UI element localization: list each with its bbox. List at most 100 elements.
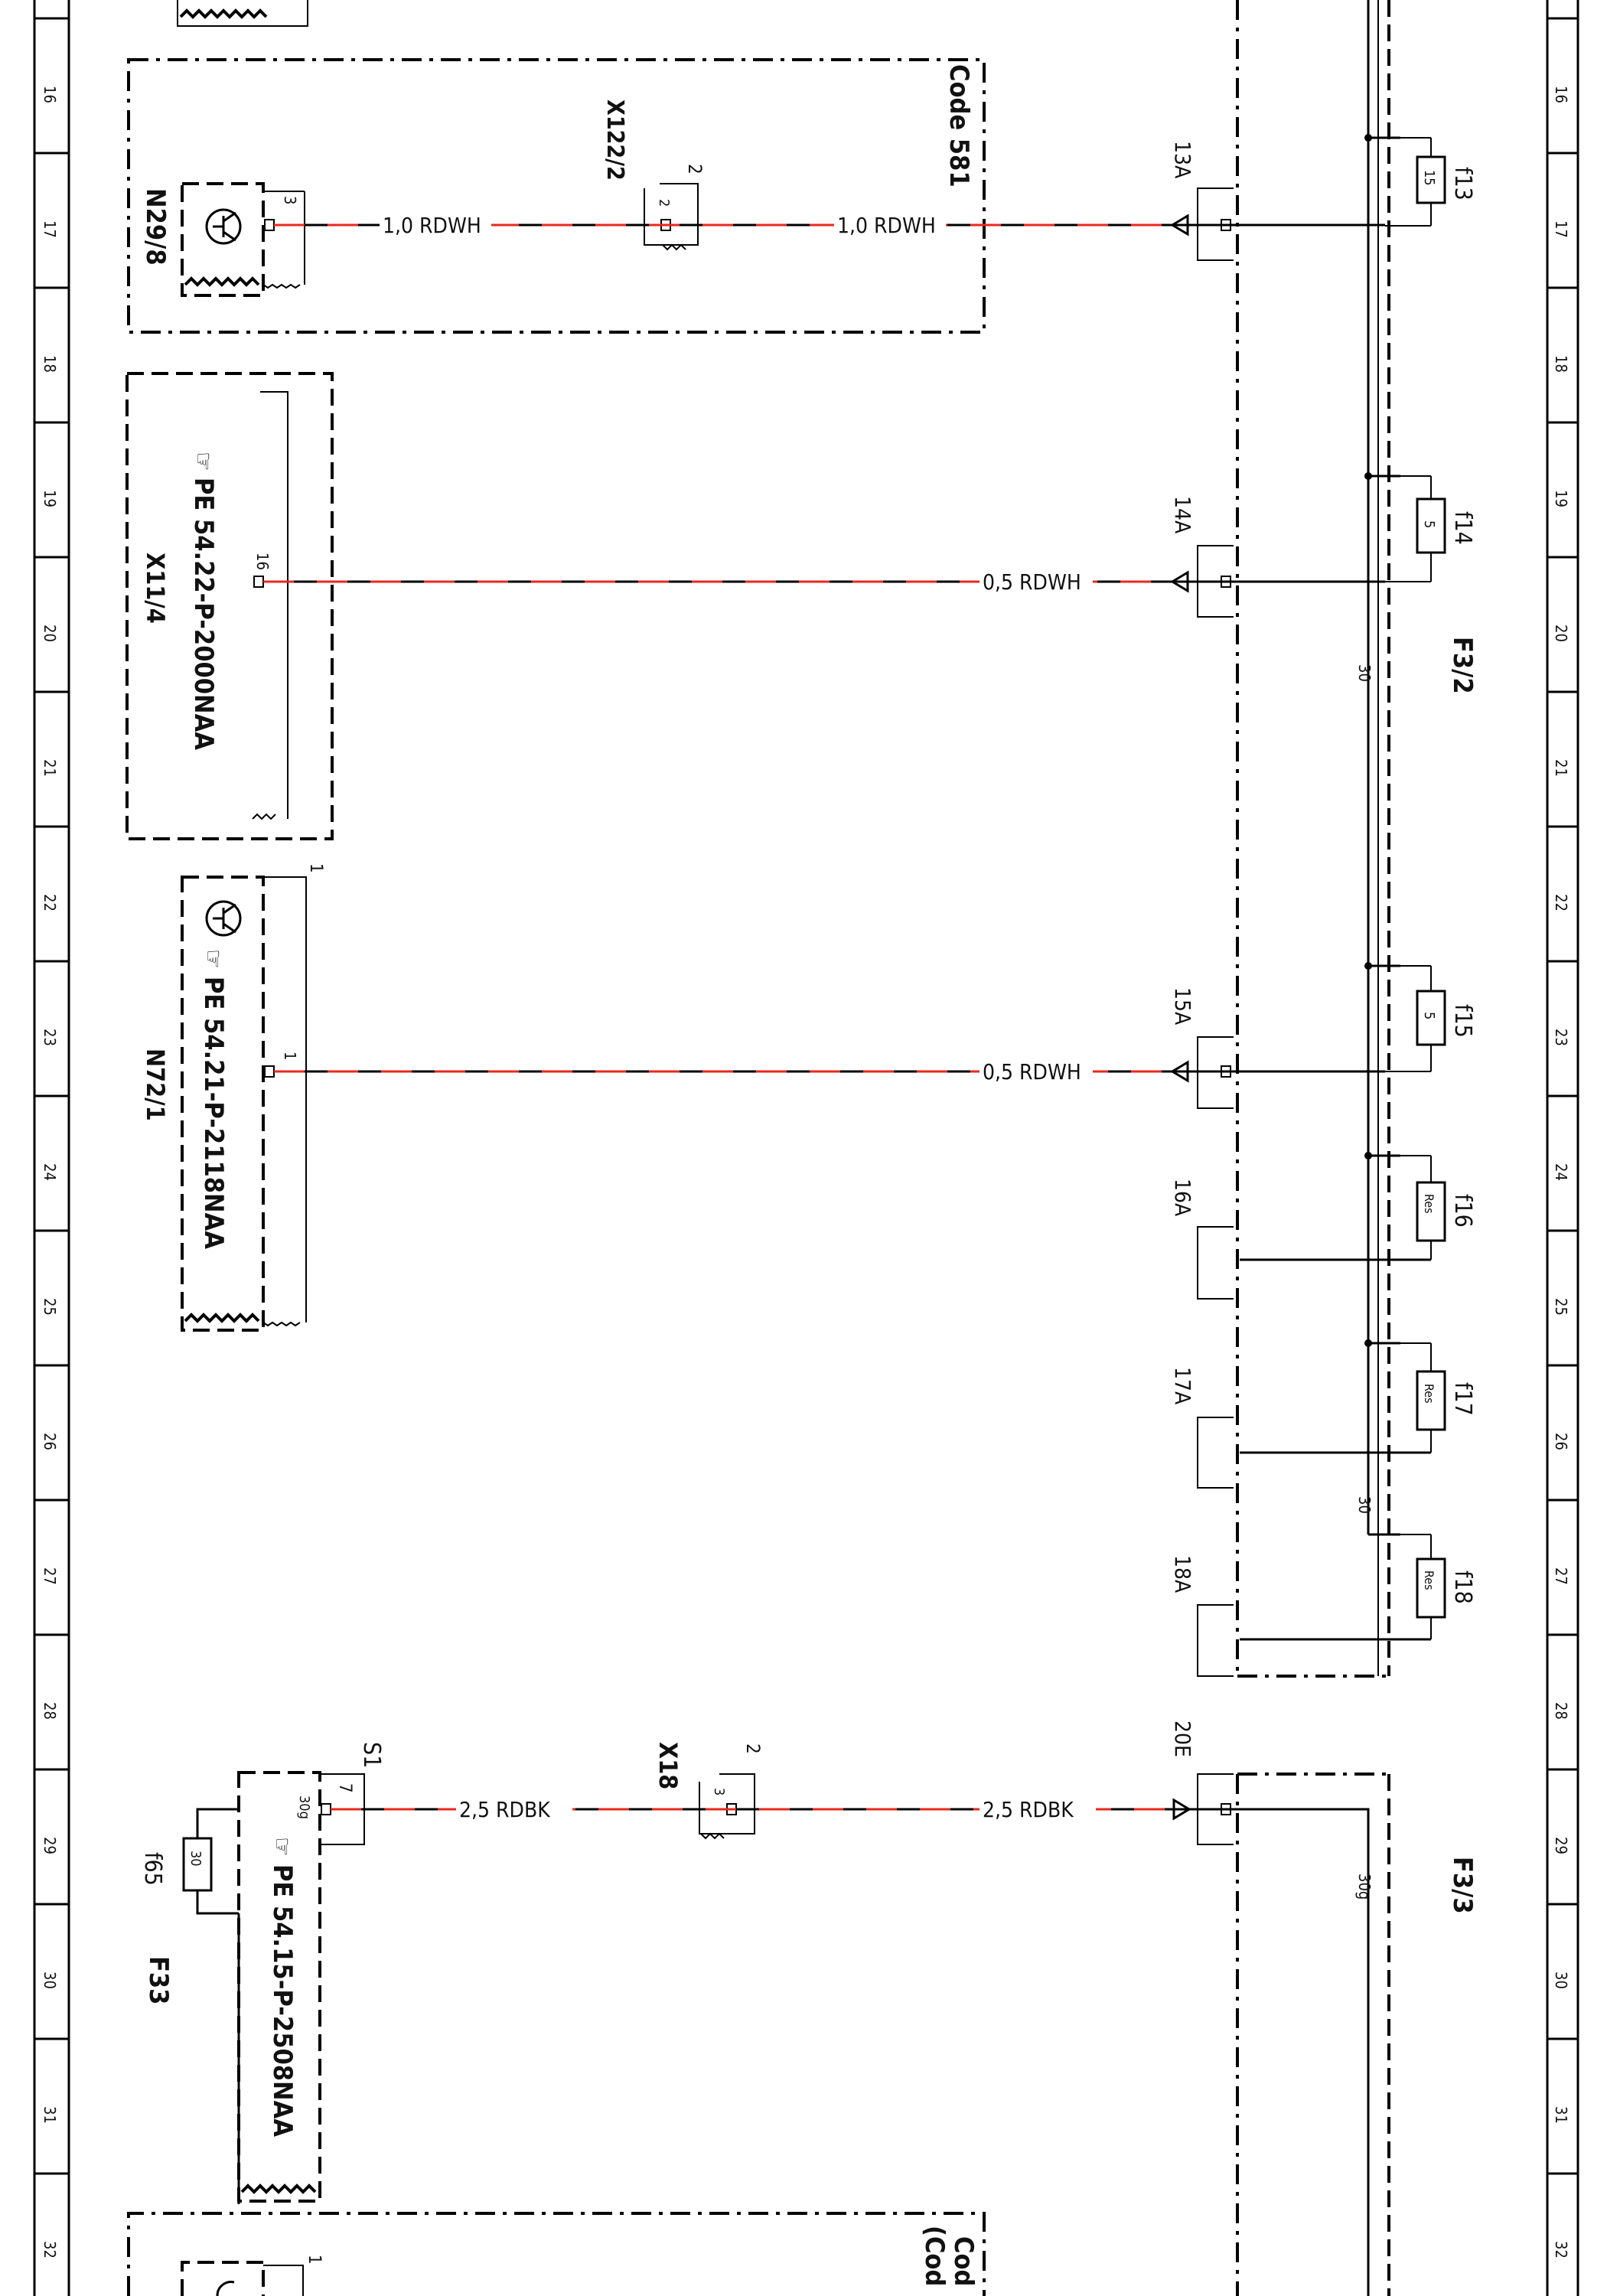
fuse-label: f13 [1449, 167, 1476, 201]
pe-icon: ☞ [199, 949, 228, 969]
grid-number: 31 [1552, 2106, 1570, 2124]
pin-number: 1 [305, 2255, 324, 2265]
pin-number: 1 [281, 1052, 299, 1060]
connector-15a: 15A [1170, 987, 1234, 1109]
fuse-label: f18 [1449, 1570, 1476, 1604]
fuse-label: f15 [1449, 1004, 1476, 1038]
grid-number: 17 [41, 220, 59, 238]
wire-label: 1,0 RDWH [383, 213, 481, 238]
pe-ref-2: PE 54.21-P-2118NAA [198, 977, 229, 1249]
grid-number: 30 [41, 1971, 59, 1989]
grid-number: 26 [41, 1433, 59, 1450]
fuse-value: Res [1422, 1194, 1436, 1214]
bus-30-label: 30 [1355, 664, 1374, 682]
right-grid-numbers: 16 17 18 19 20 21 22 23 24 25 26 27 28 2… [1552, 86, 1570, 2258]
grid-number: 22 [1552, 894, 1570, 912]
grid-number: 25 [1552, 1298, 1570, 1316]
grid-number: 32 [41, 2241, 59, 2258]
grid-number: 16 [41, 86, 59, 103]
x122-2-label: X122/2 [601, 99, 628, 181]
pin-number: 3 [281, 196, 299, 204]
pe-icon: ☞ [268, 1837, 297, 1857]
grid-number: 20 [41, 625, 59, 642]
grid-number: 21 [1552, 759, 1570, 777]
left-grid-numbers: 16 17 18 19 20 21 22 23 24 25 26 27 28 2… [41, 86, 59, 2258]
f33-label: F33 [143, 1956, 174, 2004]
grid-number: 28 [1552, 1702, 1570, 1720]
bus-30-label: 30 [1355, 1496, 1374, 1514]
fuse-label: f17 [1449, 1382, 1476, 1416]
wire-label: 1,0 RDWH [837, 213, 936, 238]
connector-label: 14A [1170, 496, 1195, 534]
pin-number: 7 [335, 1783, 354, 1793]
fuse-value: 5 [1421, 520, 1437, 528]
fuse-value: 5 [1421, 1012, 1437, 1019]
connector-label: 15A [1170, 987, 1195, 1026]
pe-ref-1: PE 54.22-P-2000NAA [188, 478, 219, 750]
grid-number: 22 [41, 894, 59, 912]
fuse-box-f3-3: 30g F3/3 [1234, 1773, 1478, 2296]
connector-18a: 18A [1170, 1555, 1234, 1677]
connector-label: 16A [1170, 1179, 1195, 1217]
pin-number: 16 [253, 553, 272, 570]
wire-14a: 0,5 RDWH [263, 568, 1385, 595]
fuse-f15: 5 f15 [1364, 962, 1476, 1072]
n72-1-block: 1 ☞ PE 54.21-P-2118NAA N72/1 1 [141, 863, 325, 1332]
grid-number: 26 [1552, 1433, 1570, 1450]
connector-label: 17A [1170, 1367, 1195, 1405]
grid-number: 16 [1552, 86, 1570, 103]
grid-number: 18 [41, 355, 59, 373]
grid-number: 31 [41, 2106, 59, 2124]
fuse-label: f16 [1449, 1194, 1476, 1228]
fuse-value: Res [1422, 1570, 1436, 1590]
grid-number: 19 [1552, 490, 1570, 507]
wire-label: 2,5 RDBK [459, 1797, 551, 1822]
fuse-value: 30 [187, 1851, 204, 1867]
fuse-value: 15 [1421, 170, 1437, 186]
grid-number: 27 [41, 1567, 59, 1585]
fuse-label: f65 [139, 1852, 166, 1886]
grid-number: 20 [1552, 625, 1570, 642]
n29-8-label: N29/8 [140, 188, 171, 266]
grid-number: 24 [1552, 1163, 1570, 1181]
fuse-f13: 15 f13 [1364, 134, 1476, 227]
f3-3-label: F3/3 [1447, 1857, 1478, 1914]
connector-13a: 13A [1170, 141, 1234, 261]
grid-number: 23 [41, 1029, 59, 1046]
top-stubs [177, 0, 308, 27]
grid-number: 28 [41, 1702, 59, 1720]
grid-number: 30 [1552, 1971, 1570, 1989]
connector-14a: 14A [1170, 496, 1234, 618]
pin-number: 2 [742, 1743, 764, 1754]
grid-number: 23 [1552, 1029, 1570, 1046]
grid-number: 21 [41, 759, 59, 777]
code-bottom-block: Cod (Cod 1 [127, 2212, 986, 2296]
x18-label: X18 [654, 1742, 683, 1789]
connector-20e: 20E [1170, 1720, 1234, 1845]
connector-label: 18A [1170, 1555, 1195, 1593]
fuse-f17: Res f17 [1240, 1339, 1476, 1454]
code-581-label: Code 581 [944, 64, 974, 188]
fuse-f18: Res f18 [1240, 1533, 1476, 1641]
grid-number: 18 [1552, 355, 1570, 373]
pin-number: 1 [306, 863, 325, 873]
connector-label: 20E [1170, 1720, 1195, 1757]
fuse-value: Res [1422, 1384, 1436, 1404]
grid-number: 17 [1552, 220, 1570, 238]
connector-label: 13A [1170, 141, 1195, 179]
grid-number: 19 [41, 490, 59, 507]
n72-1-label: N72/1 [141, 1049, 170, 1121]
wire-13a: 1,0 RDWH 1,0 RDWH [274, 211, 1385, 239]
bus-30g-label: 30g [1355, 1874, 1374, 1900]
wire-label: 0,5 RDWH [983, 569, 1081, 595]
code-bottom-label: Cod [948, 2236, 979, 2286]
f3-2-label: F3/2 [1447, 637, 1478, 694]
wire-15a: 0,5 RDWH [274, 1058, 1385, 1085]
pe-ref-3: PE 54.15-P-2508NAA [267, 1864, 298, 2137]
connector-17a: 17A [1170, 1367, 1234, 1489]
right-grid-strip [1546, 0, 1579, 2296]
x11-4-label: X11/4 [141, 553, 170, 624]
grid-number: 29 [41, 1837, 59, 1854]
grid-number: 27 [1552, 1567, 1570, 1585]
s1-f33-block: S1 7 30g ☞ PE 54.15-P-2508NAA 30 f65 F33 [139, 1742, 385, 2204]
